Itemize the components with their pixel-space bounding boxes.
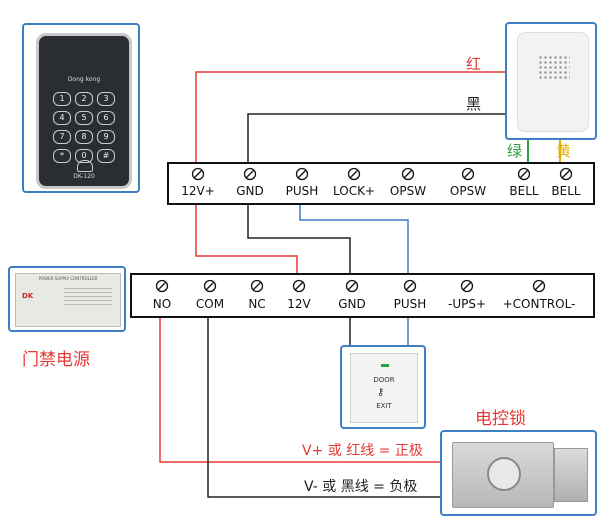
keypad-device: Dong kong 1 2 3 4 5 6 7 8 9 * 0 # DK-120	[22, 23, 140, 193]
terminal-label: PUSH	[393, 297, 427, 311]
screw-icon	[559, 167, 573, 181]
keypad-key: *	[53, 149, 71, 163]
lock-title: 电控锁	[475, 409, 526, 429]
lock-positive-label: V+ 或 红线 = 正极	[302, 443, 423, 459]
terminal-label: NC	[248, 297, 266, 311]
screw-icon	[243, 167, 257, 181]
keypad-key: #	[97, 149, 115, 163]
power-terminal-strip: NO COM NC 12V GND PUSH -UPS+ +CONTROL-	[130, 273, 595, 318]
terminal-label: LOCK+	[332, 184, 375, 198]
terminal-label: NO	[152, 297, 172, 311]
keypad-key: 8	[75, 130, 93, 144]
red-wire-bell-12v	[195, 71, 510, 162]
keypad-key: 6	[97, 111, 115, 125]
keypad-key: 1	[53, 92, 71, 106]
screw-icon	[401, 167, 415, 181]
screw-icon	[517, 167, 531, 181]
black-wire-label: 黑	[466, 95, 482, 113]
lock-body	[452, 442, 554, 508]
screw-icon	[292, 279, 306, 293]
terminal-label: COM	[195, 297, 225, 311]
power-supply-device: POWER SUPPLY CONTROLLER DK	[8, 266, 126, 332]
terminal-label: PUSH	[285, 184, 319, 198]
terminal-label: BELL	[551, 184, 581, 198]
screw-icon	[155, 279, 169, 293]
screw-icon	[461, 167, 475, 181]
red-wire-label: 红	[466, 55, 482, 73]
keypad-key: 0	[75, 149, 93, 163]
exit-button-body: DOOR ⚷ EXIT	[350, 353, 418, 423]
lock-latch	[554, 448, 588, 502]
doorbell-body	[517, 32, 589, 132]
terminal-label: GND	[338, 297, 366, 311]
keypad-body: Dong kong 1 2 3 4 5 6 7 8 9 * 0 # DK-120	[36, 33, 132, 189]
exit-button-text-door: DOOR	[373, 376, 395, 384]
keypad-key: 3	[97, 92, 115, 106]
keypad-model: DK-120	[73, 173, 95, 180]
terminal-label: GND	[236, 184, 264, 198]
lock-negative-label: V- 或 黑线 = 负极	[304, 479, 418, 495]
terminal-label: BELL	[509, 184, 539, 198]
power-supply-body: POWER SUPPLY CONTROLLER DK	[15, 273, 121, 327]
screw-icon	[347, 167, 361, 181]
bell-icon	[77, 160, 93, 172]
terminal-label: +CONTROL-	[502, 297, 576, 311]
electric-lock-device	[440, 430, 597, 516]
exit-button-text-exit: EXIT	[376, 402, 392, 410]
screw-icon	[460, 279, 474, 293]
yellow-wire-label: 黄	[556, 142, 572, 160]
red-wire-lock-positive	[159, 318, 458, 463]
power-supply-title: POWER SUPPLY CONTROLLER	[38, 276, 98, 281]
indicator-light-icon	[381, 364, 389, 367]
keypad-key: 9	[97, 130, 115, 144]
black-wire-lock-negative	[207, 318, 458, 498]
key-icon: ⚷	[377, 387, 385, 398]
terminal-label: OPSW	[389, 184, 427, 198]
keypad-key: 4	[53, 111, 71, 125]
keypad-key-grid: 1 2 3 4 5 6 7 8 9 * 0 #	[53, 92, 117, 163]
controller-terminal-strip: 12V+ GND PUSH LOCK+ OPSW OPSW BELL BELL	[167, 162, 595, 205]
blue-wire-controller-power	[299, 205, 409, 273]
doorbell-device	[505, 22, 597, 140]
power-supply-label: 门禁电源	[22, 350, 90, 370]
black-wire-bell-gnd	[247, 113, 510, 162]
power-supply-brand: DK	[22, 292, 34, 300]
terminal-label: 12V+	[181, 184, 215, 198]
speaker-grille-icon	[538, 55, 570, 81]
screw-icon	[295, 167, 309, 181]
black-wire-controller-power	[247, 205, 351, 273]
red-wire-controller-power	[195, 205, 298, 273]
exit-button-device: DOOR ⚷ EXIT	[340, 345, 426, 429]
keypad-brand: Dong kong	[67, 76, 101, 83]
lock-cylinder-icon	[487, 457, 521, 491]
power-supply-text-block	[64, 288, 112, 308]
screw-icon	[191, 167, 205, 181]
keypad-key: 7	[53, 130, 71, 144]
terminal-label: 12V	[287, 297, 311, 311]
screw-icon	[250, 279, 264, 293]
terminal-label: -UPS+	[447, 297, 487, 311]
green-wire-label: 绿	[507, 142, 523, 160]
screw-icon	[345, 279, 359, 293]
screw-icon	[203, 279, 217, 293]
screw-icon	[403, 279, 417, 293]
keypad-key: 2	[75, 92, 93, 106]
terminal-label: OPSW	[449, 184, 487, 198]
screw-icon	[532, 279, 546, 293]
keypad-key: 5	[75, 111, 93, 125]
